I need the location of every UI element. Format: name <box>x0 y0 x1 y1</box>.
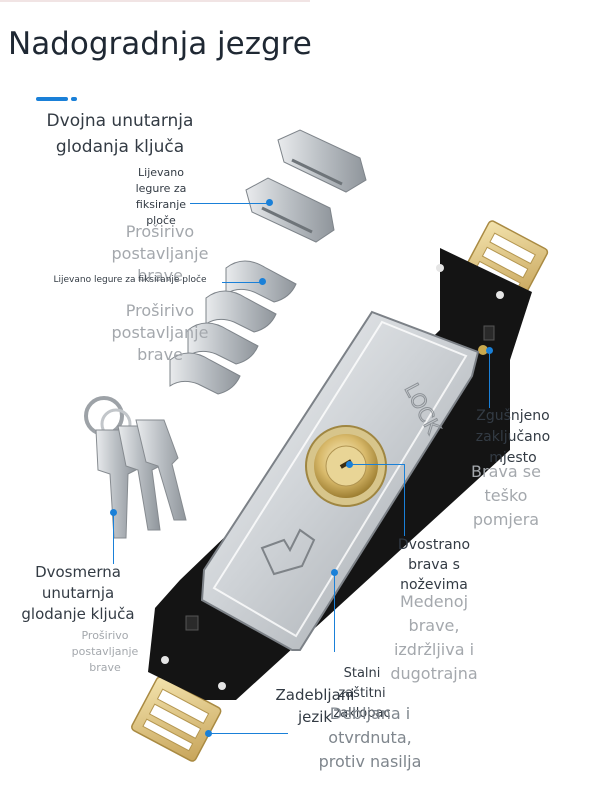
callout-line <box>489 350 490 408</box>
callout-line <box>334 572 335 652</box>
expand-label-3: Proširivo postavljanje brave <box>71 629 139 674</box>
callout-line <box>208 733 288 734</box>
callout-dot <box>110 509 117 516</box>
top-rule <box>0 0 310 2</box>
page-title: Nadogradnja jezgre <box>8 26 312 62</box>
expand-label-2: Proširivo postavljanje brave <box>111 301 209 364</box>
callout-dot <box>346 461 353 468</box>
callout-line <box>113 512 114 564</box>
callout-dot <box>259 278 266 285</box>
alloy-plates <box>245 129 367 243</box>
fixed-lock-label: Stalni zaštitni zaklopac <box>333 666 391 721</box>
callout-line <box>404 464 405 536</box>
alloy-plate-label: Lijevano legure za fiksiranje ploče <box>135 166 187 227</box>
brass-label: Medenoj brave, izdržljiva i dugotrajna <box>390 592 478 683</box>
callout-line <box>190 203 270 204</box>
callout-dot <box>486 347 493 354</box>
blade-lock-label: Dvostrano brava s noževima <box>397 537 471 593</box>
accent-bar <box>36 97 68 101</box>
callout-line <box>222 282 262 283</box>
two-way-label: Dvosmerna unutarnja glodanje ključa <box>21 563 135 623</box>
anti-force-label: Debljana i otvrdnuta, protiv nasilja <box>318 704 422 771</box>
thick-tongue-label: Zadebljani jezik <box>275 686 355 726</box>
callout-line <box>350 464 404 465</box>
callout-dot <box>331 569 338 576</box>
hard-move-label: Brava se teško pomjera <box>471 462 541 529</box>
lock-place-label: Zgušnjeno zaključano mjesto <box>475 408 551 466</box>
callout-dot <box>266 199 273 206</box>
callout-dot <box>205 730 212 737</box>
alloy-inline-label: Lijevano legure za fiksiranje ploče <box>53 275 207 285</box>
expand-label-1: Proširivo postavljanje brave <box>111 222 209 285</box>
key-milling-label: Dvojna unutarnja glodanja ključa <box>46 111 194 157</box>
keys <box>84 396 187 539</box>
accent-dot <box>71 97 77 101</box>
